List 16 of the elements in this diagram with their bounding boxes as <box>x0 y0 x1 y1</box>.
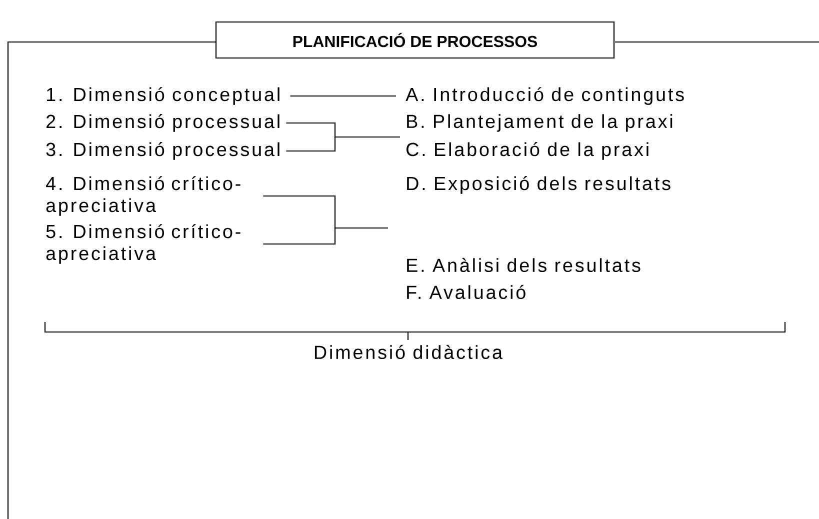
item-text: C. Elaboració de la praxi <box>406 142 648 160</box>
item-text: 3. Dimensió processual <box>46 142 280 160</box>
caption-text: Dimensió didàctica <box>314 344 503 360</box>
title-box: PLANIFICACIÓ DE PROCESSOS <box>215 21 615 59</box>
item-text: B. Plantejament de la praxi <box>407 114 672 132</box>
item-text: 4. Dimensió crítico-apreciativa <box>46 176 240 216</box>
item-text: E. Anàlisi dels resultats <box>407 258 640 272</box>
item-text: F. Avaluació <box>407 284 526 300</box>
bracket-connector <box>286 136 400 152</box>
connector-line <box>290 95 396 97</box>
item-text: 5. Dimensió crítico-apreciativa <box>46 224 240 264</box>
bracket-connector <box>263 227 388 245</box>
item-text: 1. Dimensió conceptual <box>47 87 280 105</box>
item-text: 2. Dimensió processual <box>46 114 280 132</box>
item-text: D. Exposició dels resultats <box>407 176 670 194</box>
item-text: A. Introducció de continguts <box>406 87 684 105</box>
